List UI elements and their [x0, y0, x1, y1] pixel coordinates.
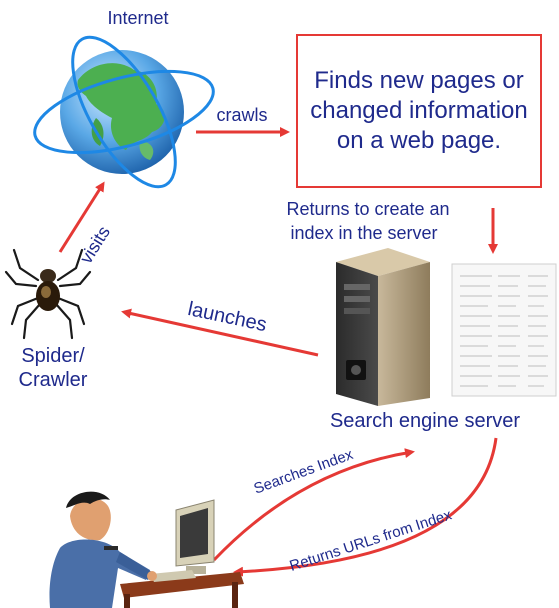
user-at-computer-icon: [49, 491, 244, 608]
server-label: Search engine server: [330, 410, 520, 432]
process-box-text: Finds new pages or changed information o…: [310, 67, 528, 154]
spider-icon: [4, 248, 92, 340]
process-box: Finds new pages or changed information o…: [296, 34, 542, 188]
returns-urls-arrow: [233, 437, 498, 577]
visits-arrow: [58, 181, 105, 253]
index-document-icon: [451, 263, 557, 397]
spider-label-line2: Crawler: [19, 369, 88, 391]
returns-label-line1: Returns to create an: [286, 199, 449, 219]
returns-urls-label: Returns URLs from Index: [288, 506, 455, 575]
visits-label: visits: [76, 223, 114, 268]
globe-icon: [33, 35, 215, 189]
searches-index-arrow: [212, 448, 415, 562]
launches-arrow: [121, 308, 319, 357]
returns-label-line2: index in the server: [290, 223, 437, 243]
internet-label: Internet: [107, 8, 168, 28]
spider-label-line1: Spider/: [21, 345, 85, 367]
crawls-label: crawls: [216, 105, 267, 125]
launches-label: launches: [186, 298, 269, 336]
server-tower-icon: [336, 248, 430, 406]
